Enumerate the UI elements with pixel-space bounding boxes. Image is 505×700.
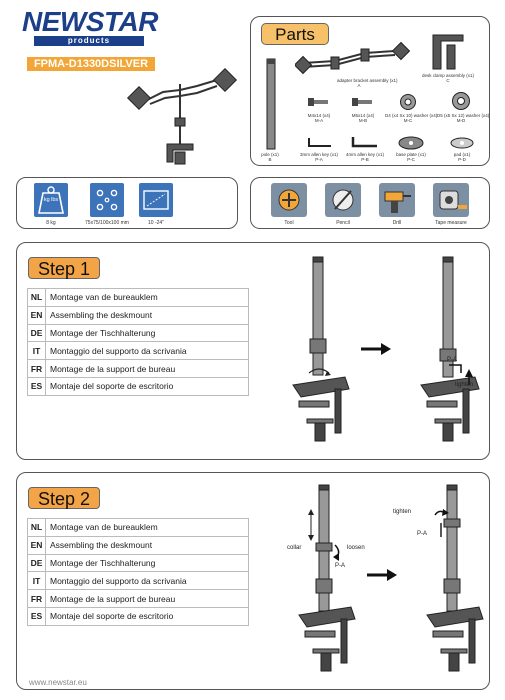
lang-text: Assembling the deskmount [45, 535, 249, 555]
lang-code: FR [27, 589, 46, 608]
allen-key-3mm-icon [308, 138, 331, 147]
washer-mc-label: D4 (x4 Sx 10) washer (x4)M-C [385, 113, 438, 123]
lang-text: Montaje del soporte de escritorio [45, 376, 249, 396]
lang-text: Montage de la support de bureau [45, 589, 249, 608]
washer-mc-icon [400, 94, 416, 110]
lang-code: EN [27, 535, 46, 555]
lang-text: Montage van de bureauklem [45, 288, 249, 307]
lang-code: NL [27, 288, 46, 307]
allen-key-4mm-icon [351, 137, 377, 148]
tool-label-tape: Tape measure [435, 220, 467, 226]
part-a-label: adapter bracket assembly (x1)A [337, 78, 398, 88]
step-2-collar-callout: collar [287, 545, 302, 551]
lang-code: NL [27, 518, 46, 537]
screw-mb-label: M5x14 (x4)M-B [351, 113, 375, 123]
lang-text: Montage de la support de bureau [45, 359, 249, 378]
screw-mb-icon [352, 98, 372, 106]
part-c-clamp [432, 34, 464, 70]
part-b-pole [266, 58, 276, 150]
screen-size-label: 10 -24" [148, 220, 164, 226]
newstar-logo: NEWSTAR products [22, 8, 162, 50]
weight-label: 8 kg [46, 220, 56, 226]
lang-text: Montage der Tischhalterung [45, 323, 249, 343]
weight-icon-text: kg lbs [43, 197, 59, 203]
screw-ma-label: M4x14 (x4)M-A [307, 113, 331, 123]
step-2-tighten-callout: tighten [393, 509, 412, 515]
lang-code: IT [27, 341, 46, 361]
lang-text: Montaje del soporte de escritorio [45, 606, 249, 626]
lang-text: Montaggio del supporto da scrivania [45, 571, 249, 591]
weight-icon: kg lbs [34, 183, 68, 217]
brand-sub: products [34, 36, 144, 46]
allen-key-4mm-label: 4mm allen key (x1)P-B [345, 152, 384, 162]
vesa-label: 75x75/100x100 mm [85, 220, 129, 226]
lang-code: FR [27, 359, 46, 378]
washer-md-icon [452, 92, 470, 110]
parts-panel: Parts adapter bracket assembly (x1)A des… [250, 16, 490, 166]
footer-url[interactable]: www.newstar.eu [29, 678, 87, 687]
lang-code: ES [27, 376, 46, 396]
lang-code: EN [27, 305, 46, 325]
tool-label-drill: Drill [392, 220, 402, 226]
pad-label: pad (x1)P-D [453, 152, 471, 162]
part-b-label: pole (x1)B [261, 152, 279, 162]
tool-label-tool: Tool [284, 220, 294, 226]
screw-ma-icon [308, 98, 328, 106]
product-illustration [126, 67, 238, 165]
lang-code: ES [27, 606, 46, 626]
washer-md-label: D5 (x5 Sx 12) washer (x4)M-D [437, 113, 490, 123]
step-1-illustration [292, 256, 480, 442]
model-number: FPMA-D1330DSILVER [27, 57, 155, 71]
base-plate-label: base plate (x1)P-C [396, 152, 426, 162]
drill-icon [379, 183, 415, 217]
screwdriver-icon [271, 183, 307, 217]
brand-name: NEWSTAR [22, 6, 158, 37]
pencil-icon [325, 183, 361, 217]
step-2-part-a-left-callout: P-A [335, 563, 346, 569]
step-1-part-callout: P-A [447, 357, 458, 363]
screen-size-icon [139, 183, 173, 217]
lang-code: IT [27, 571, 46, 591]
pad-icon [450, 137, 474, 149]
step-1-tighten-callout: tighten [455, 382, 474, 388]
step-2-loosen-callout: loosen [347, 545, 365, 551]
tool-label-pencil: Pencil [336, 220, 350, 226]
step-1-title: Step 1 [28, 257, 100, 279]
lang-text: Montage van de bureauklem [45, 518, 249, 537]
lang-code: DE [27, 553, 46, 573]
lang-text: Assembling the deskmount [45, 305, 249, 325]
lang-text: Montaggio del supporto da scrivania [45, 341, 249, 361]
allen-key-3mm-label: 3mm allen key (x1)P-A [299, 152, 338, 162]
specs-panel: kg lbs 8 kg 75x75/100x100 mm 10 -24" [16, 177, 238, 229]
tools-panel: Tool Pencil Drill Tape measure [250, 177, 490, 229]
step-2-illustration [298, 484, 484, 672]
vesa-icon [90, 183, 124, 217]
parts-title: Parts [261, 23, 329, 45]
lang-text: Montage der Tischhalterung [45, 553, 249, 573]
step-2-title: Step 2 [28, 487, 100, 509]
lang-code: DE [27, 323, 46, 343]
base-plate-icon [398, 136, 424, 150]
part-a-bracket [295, 41, 411, 75]
tape-measure-icon [433, 183, 469, 217]
step-2-part-a-right-callout: P-A [417, 531, 428, 537]
part-c-label: desk clamp assembly (x1)C [421, 73, 475, 83]
